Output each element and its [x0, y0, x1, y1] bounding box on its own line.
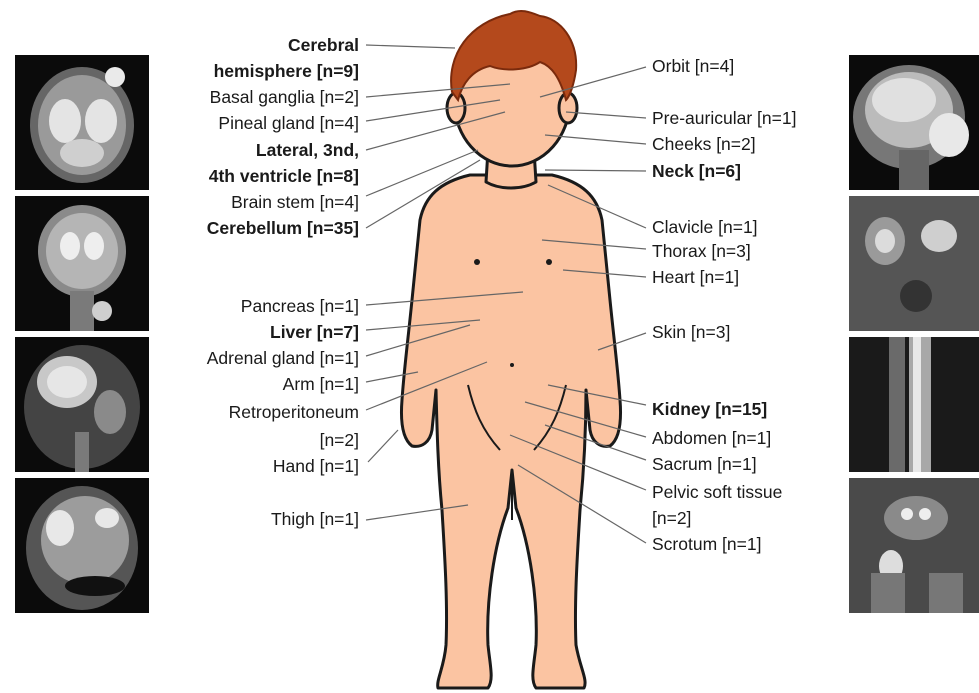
label-pancreas: Pancreas [n=1]	[241, 295, 359, 317]
sagittal-head-mri-image	[849, 55, 979, 190]
label-thigh: Thigh [n=1]	[271, 508, 359, 530]
sagittal-spine-mri-image	[849, 337, 979, 472]
label-pineal-gland: Pineal gland [n=4]	[218, 112, 359, 134]
label-kidney: Kidney [n=15]	[652, 398, 767, 420]
label-orbit: Orbit [n=4]	[652, 55, 734, 77]
label-cerebral-hemisphere-2: hemisphere [n=9]	[214, 60, 359, 82]
label-brain-stem: Brain stem [n=4]	[231, 191, 359, 213]
label-heart: Heart [n=1]	[652, 266, 739, 288]
label-hand: Hand [n=1]	[273, 455, 359, 477]
label-pelvic-soft-tissue-1: Pelvic soft tissue	[652, 481, 782, 503]
coronal-brain-mri-image	[15, 196, 149, 331]
label-retroperitoneum-2: [n=2]	[320, 429, 359, 451]
label-neck: Neck [n=6]	[652, 160, 741, 182]
label-abdomen: Abdomen [n=1]	[652, 427, 771, 449]
label-liver: Liver [n=7]	[270, 321, 359, 343]
label-thorax: Thorax [n=3]	[652, 240, 751, 262]
child-figure	[401, 34, 620, 688]
label-cerebellum: Cerebellum [n=35]	[207, 217, 359, 239]
label-cerebral-hemisphere-1: Cerebral	[288, 34, 359, 56]
axial-brain-mri-image	[15, 55, 149, 190]
label-ventricle-1: Lateral, 3nd,	[256, 139, 359, 161]
label-scrotum: Scrotum [n=1]	[652, 533, 761, 555]
coronal-abdominal-mass-mri-image	[15, 478, 149, 613]
label-clavicle: Clavicle [n=1]	[652, 216, 758, 238]
label-ventricle-2: 4th ventricle [n=8]	[209, 165, 359, 187]
label-adrenal-gland: Adrenal gland [n=1]	[207, 347, 359, 369]
coronal-pelvis-mri-image	[849, 478, 979, 613]
label-pre-auricular: Pre-auricular [n=1]	[652, 107, 796, 129]
label-pelvic-soft-tissue-2: [n=2]	[652, 507, 691, 529]
label-skin: Skin [n=3]	[652, 321, 730, 343]
label-retroperitoneum-1: Retroperitoneum	[229, 401, 359, 423]
label-basal-ganglia: Basal ganglia [n=2]	[210, 86, 359, 108]
coronal-kidney-mri-image	[849, 196, 979, 331]
label-sacrum: Sacrum [n=1]	[652, 453, 757, 475]
coronal-liver-mri-image	[15, 337, 149, 472]
label-cheeks: Cheeks [n=2]	[652, 133, 756, 155]
label-arm: Arm [n=1]	[283, 373, 359, 395]
